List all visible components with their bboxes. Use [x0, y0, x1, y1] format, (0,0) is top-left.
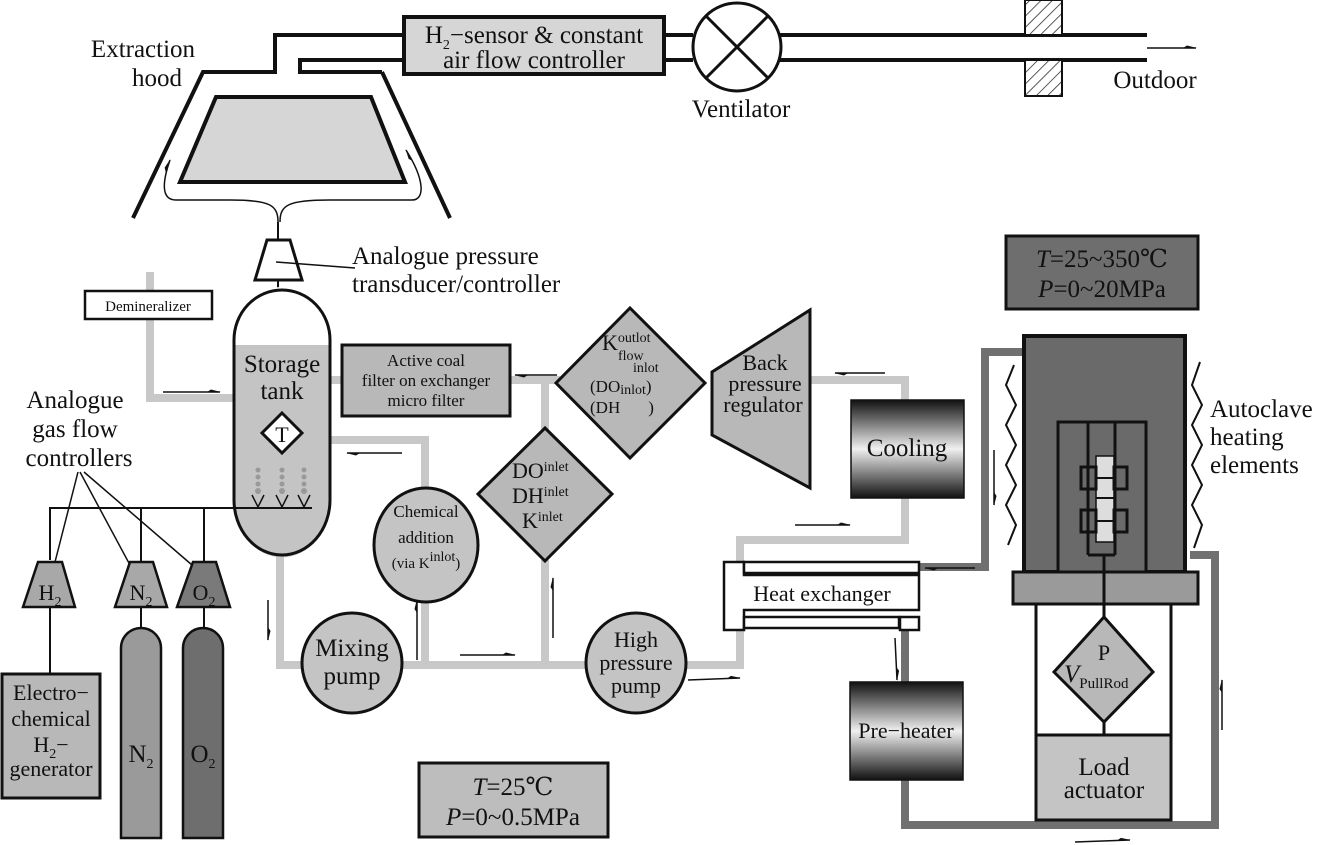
hood-label-2: hood — [132, 65, 183, 92]
flow-arrows — [163, 372, 1223, 843]
svg-text:Back: Back — [742, 350, 787, 375]
svg-text:(via Kinlot): (via Kinlot) — [392, 550, 461, 572]
low-pressure-conditions: T=25℃ P=0~0.5MPa — [417, 761, 610, 839]
svg-text:Active coal: Active coal — [387, 351, 465, 370]
hood-work-area — [163, 95, 422, 223]
exhaust-duct — [131, 33, 1147, 219]
svg-text:P=0~0.5MPa: P=0~0.5MPa — [445, 804, 580, 831]
svg-text:actuator: actuator — [1064, 777, 1145, 804]
pressure-transducer-icon — [252, 222, 356, 290]
n2-flow-controller: N2 — [113, 560, 169, 610]
back-pressure-regulator: Back pressure regulator — [710, 307, 812, 491]
svg-text:(DH): (DH) — [590, 398, 654, 417]
high-pressure-pump: High pressure pump — [584, 611, 688, 715]
sensor-label-line1-prefix: H — [425, 22, 443, 49]
transducer-label-1: Analogue pressure — [352, 243, 539, 270]
temperature-sensor-icon: T — [259, 410, 305, 456]
svg-text:Mixing: Mixing — [315, 635, 389, 662]
svg-text:pressure: pressure — [599, 650, 672, 675]
wall-hatch — [1024, 0, 1063, 97]
svg-text:H2−: H2− — [33, 732, 68, 762]
svg-text:VPullRod: VPullRod — [1064, 661, 1129, 692]
sensor-flow-controller: H2−sensor & constant air flow controller — [402, 15, 666, 76]
svg-text:Demineralizer: Demineralizer — [105, 299, 191, 315]
svg-text:addition: addition — [398, 528, 454, 547]
autoclave-conditions: T=25~350℃ P=0~20MPa — [1004, 234, 1200, 311]
svg-text:pump: pump — [324, 663, 381, 690]
svg-text:Koutlot: Koutlot — [602, 330, 651, 355]
svg-text:T=25℃: T=25℃ — [473, 774, 554, 801]
pre-heater: Pre−heater — [849, 681, 964, 781]
tank-label-1: Storage — [244, 351, 320, 378]
svg-text:Kinlet: Kinlet — [522, 508, 563, 533]
svg-text:Heat exchanger: Heat exchanger — [753, 581, 891, 606]
hood-label-1: Extraction — [91, 36, 196, 63]
heating-label-3: elements — [1210, 452, 1299, 479]
gas-flow-label-3: controllers — [26, 445, 133, 472]
load-sensor: P VPullRod — [1051, 614, 1156, 735]
svg-text:High: High — [614, 627, 658, 652]
svg-text:T: T — [275, 422, 289, 447]
n2-bottle: N2 — [119, 626, 163, 840]
ventilator-icon — [691, 1, 783, 93]
svg-text:inlot: inlot — [633, 361, 659, 376]
h2-flow-controller: H2 — [21, 560, 77, 610]
svg-text:chemical: chemical — [11, 706, 90, 731]
inlet-sensor: DOinlet DHinlet Kinlet — [475, 425, 615, 564]
svg-text:Electro−: Electro− — [13, 680, 89, 705]
heating-label-2: heating — [1210, 424, 1284, 451]
svg-text:pump: pump — [611, 673, 661, 698]
svg-text:Chemical: Chemical — [393, 502, 458, 521]
heating-element-right-icon — [1190, 361, 1204, 549]
svg-text:generator: generator — [9, 756, 93, 781]
outlet-sensor: Koutlot flow inlot (DOinlot) (DH) — [553, 305, 708, 461]
chemical-addition: Chemical addition (via Kinlot) — [372, 486, 480, 604]
o2-flow-controller: O2 — [175, 560, 232, 610]
svg-text:T=25~350℃: T=25~350℃ — [1036, 246, 1168, 273]
svg-text:N2: N2 — [128, 741, 153, 772]
svg-text:Pre−heater: Pre−heater — [858, 718, 954, 743]
svg-text:regulator: regulator — [723, 392, 803, 417]
cooling-unit: Cooling — [850, 399, 965, 499]
gas-manifold — [49, 471, 312, 674]
heat-exchanger: Heat exchanger — [722, 560, 921, 632]
svg-text:H2: H2 — [39, 580, 62, 610]
svg-text:Load: Load — [1078, 754, 1130, 781]
sensor-label-line2: air flow controller — [443, 47, 626, 74]
demineralizer: Demineralizer — [83, 289, 214, 321]
svg-text:DOinlet: DOinlet — [512, 458, 569, 483]
svg-text:P: P — [1098, 640, 1110, 665]
svg-text:filter on exchanger: filter on exchanger — [362, 371, 491, 390]
h2-generator: Electro− chemical H2− generator — [0, 672, 102, 800]
specimen-icon — [1079, 455, 1129, 543]
load-actuator: Load actuator — [1034, 733, 1173, 822]
svg-text:P=0~20MPa: P=0~20MPa — [1037, 276, 1166, 303]
svg-text:N2: N2 — [130, 580, 153, 610]
o2-bottle: O2 — [181, 626, 225, 840]
autoclave-vessel — [1011, 334, 1200, 735]
pipes-light — [146, 272, 909, 669]
pipes-dark — [901, 348, 1219, 829]
heating-element-left-icon — [1004, 364, 1018, 546]
gas-flow-label-2: gas flow — [32, 416, 117, 443]
svg-text:H2−sensor & constant: H2−sensor & constant — [425, 22, 643, 53]
active-coal-filter: Active coal filter on exchanger micro fi… — [340, 343, 512, 418]
gas-flow-label-1: Analogue — [26, 387, 123, 414]
outdoor-label: Outdoor — [1113, 67, 1197, 94]
svg-text:pressure: pressure — [728, 371, 801, 396]
svg-text:Cooling: Cooling — [867, 435, 948, 462]
svg-text:(DOinlot): (DOinlot) — [590, 377, 652, 398]
svg-text:DHinlet: DHinlet — [512, 483, 569, 508]
svg-text:O2: O2 — [193, 580, 216, 610]
transducer-label-2: transducer/controller — [352, 271, 561, 298]
mixing-pump: Mixing pump — [300, 611, 404, 715]
svg-text:O2: O2 — [190, 741, 215, 772]
svg-text:flow: flow — [618, 349, 645, 364]
ventilator-label: Ventilator — [692, 96, 791, 123]
storage-tank: Storage tank T — [232, 287, 332, 558]
svg-text:micro filter: micro filter — [388, 391, 465, 410]
heating-label-1: Autoclave — [1210, 396, 1313, 423]
tank-label-2: tank — [260, 378, 304, 405]
